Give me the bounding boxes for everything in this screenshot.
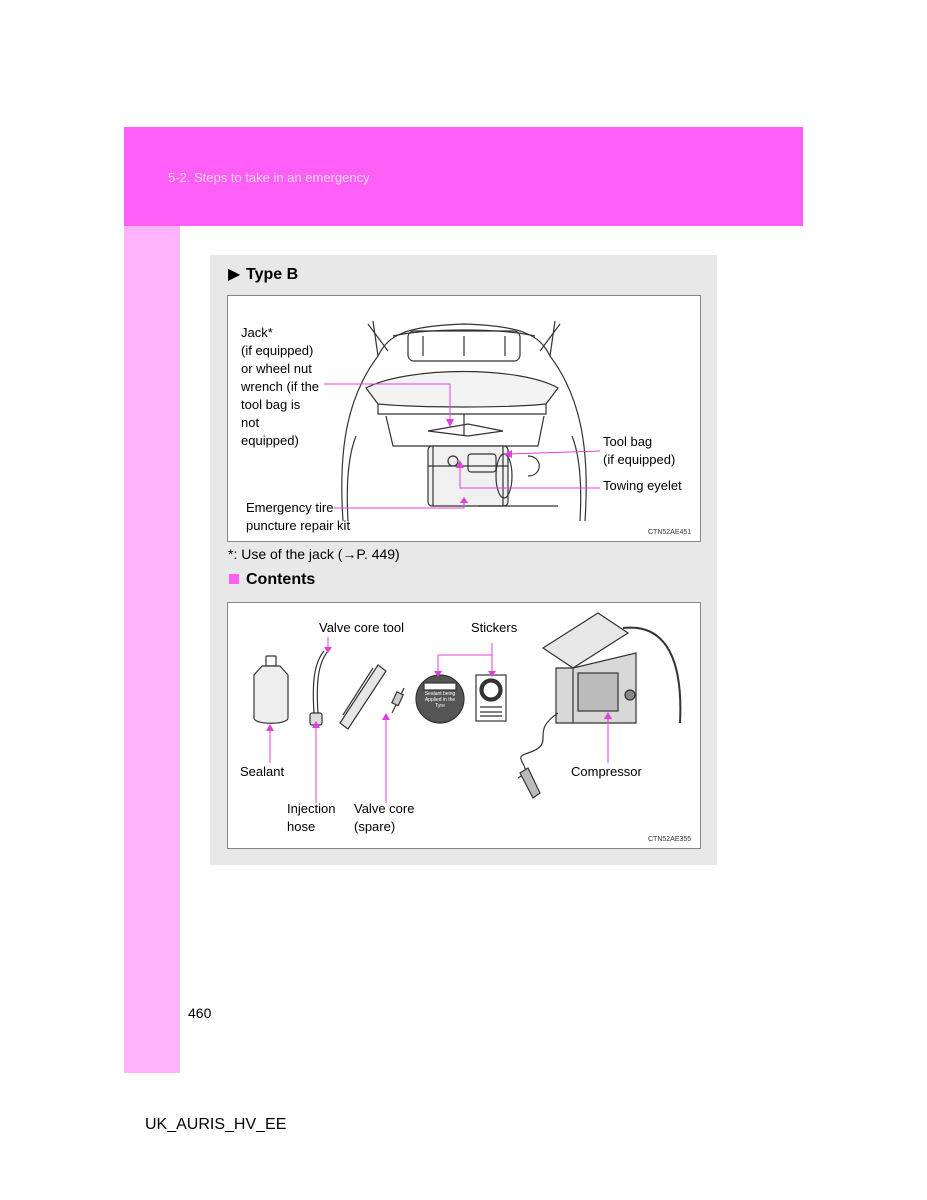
contents-heading: Contents [229,571,315,589]
compressor-label: Compressor [571,764,642,779]
stickers-label: Stickers [471,620,518,635]
side-band [124,226,180,1073]
section-title: 5-2. Steps to take in an emergency [168,170,370,185]
type-b-figure [227,295,701,542]
document-id: UK_AURIS_HV_EE [145,1116,287,1133]
sealant-label: Sealant [240,764,285,779]
towing-eyelet-label: Towing eyelet [603,478,682,493]
valve-core-tool-label: Valve core tool [319,620,405,635]
figure-code: CTN52AE451 [648,529,692,536]
injection-hose-label: Injection hose [287,801,336,834]
tool-bag-label: Tool bag (if equipped) [603,434,676,467]
figure-code: CTN52AE355 [648,836,692,843]
sticker-caution-text: CAUTION Sealant being Applied in the Tyr… [424,685,456,709]
square-bullet-icon [229,574,239,584]
kit-contents-illustration [253,612,682,803]
jack-label: Jack* (if equipped) or wheel nut wrench … [241,325,320,448]
repair-kit-label: Emergency tire puncture repair kit [246,500,351,533]
jack-footnote: *: Use of the jack (→P. 449) [228,546,400,562]
valve-core-label: Valve core (spare) [354,801,415,834]
trunk-illustration [324,320,601,522]
contents-figure [227,602,701,849]
triangle-bullet-icon: ▶ [228,266,241,283]
page-number: 460 [188,1005,212,1021]
type-b-heading: ▶Type B [228,266,299,283]
header-band: 5-2. Steps to take in an emergency [124,127,803,226]
